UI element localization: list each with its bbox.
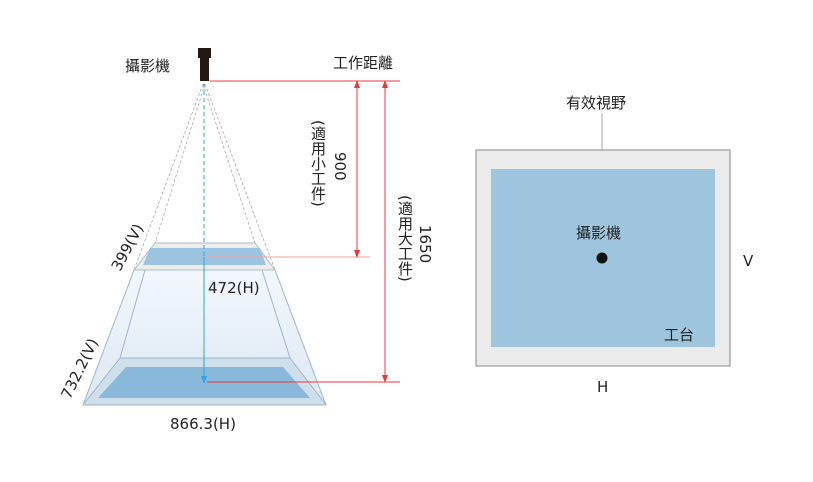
small-fov-h: 472(H) [208,279,260,297]
distance-markers [205,80,400,383]
short-distance-note: (適用小工件) [309,120,327,207]
large-fov-h: 866.3(H) [170,415,236,433]
view-cone-lines [133,83,276,271]
camera-icon [198,48,211,81]
small-workpiece-plane [132,242,276,271]
h-axis-label: H [597,378,608,396]
stage-label: 工台 [664,326,694,344]
right-camera-label: 攝影機 [576,224,621,242]
small-fov-plane [143,248,266,265]
v-axis-label: V [743,252,754,270]
camera-position-dot [596,252,608,264]
long-distance-value: 1650 [416,225,434,263]
working-distance-label: 工作距離 [333,54,393,72]
short-distance-value: 900 [331,152,349,181]
camera-label: 攝影機 [125,57,170,75]
fov-label: 有效視野 [566,94,626,112]
long-distance-note: (適用大工件) [396,195,414,282]
